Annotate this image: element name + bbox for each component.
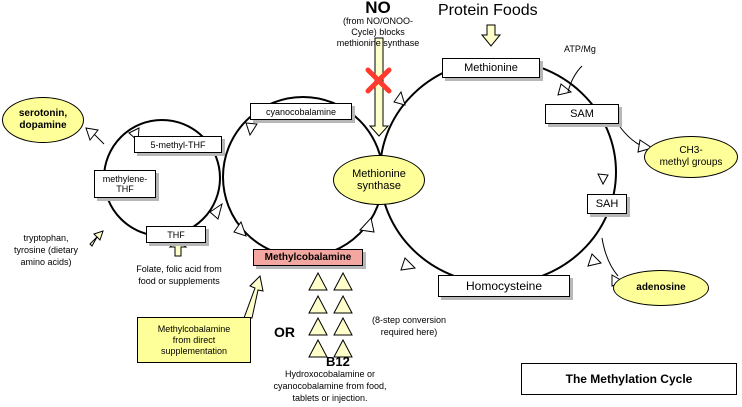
b12-sources-text: Hydroxocobalamine or cyanocobalamine fro… xyxy=(273,369,387,403)
conversion-note-text: (8-step conversion required here) xyxy=(371,315,447,337)
input-arrows xyxy=(89,24,502,319)
adenosine-oval: adenosine xyxy=(613,270,709,306)
block-cross-icon xyxy=(365,67,392,94)
cyanocobalamine-box: cyanocobalamine xyxy=(250,103,352,120)
methionine-box: Methionine xyxy=(442,58,540,78)
thf-box: THF xyxy=(146,226,206,243)
triangle-step-icon xyxy=(308,271,353,358)
amino-acids-text: tryptophan, tyrosine (dietary amino acid… xyxy=(13,233,79,267)
serotonin-dopamine-oval: serotonin, dopamine xyxy=(2,97,84,143)
branch-lines xyxy=(93,65,641,277)
nitric-oxide-title: NO xyxy=(365,0,391,17)
methionine-synthase-oval: Methionine synthase xyxy=(333,155,425,205)
cycle-direction-markers xyxy=(111,83,609,271)
methylene-thf-box: methylene- THF xyxy=(94,170,156,198)
diagram-title: The Methylation Cycle xyxy=(521,363,737,395)
direct-supplementation-box: Methylcobalamine from direct supplementa… xyxy=(137,317,251,363)
folate-text: Folate, folic acid from food or suppleme… xyxy=(136,264,222,286)
ch3-methyl-groups-oval: CH3- methyl groups xyxy=(644,136,738,178)
sah-box: SAH xyxy=(587,194,627,214)
sam-box: SAM xyxy=(545,104,619,124)
nitric-oxide-note: (from NO/ONOO- Cycle) blocks methionine … xyxy=(336,16,420,48)
methylcobalamine-box: Methylcobalamine xyxy=(253,249,363,266)
protein-foods-label: Protein Foods xyxy=(438,2,538,19)
homocysteine-box: Homocysteine xyxy=(438,275,570,297)
atp-mg-label: ATP/Mg xyxy=(564,44,596,54)
or-label: OR xyxy=(274,324,295,340)
five-methyl-thf-box: 5-methyl-THF xyxy=(134,136,222,153)
b12-label: B12 xyxy=(326,354,350,369)
